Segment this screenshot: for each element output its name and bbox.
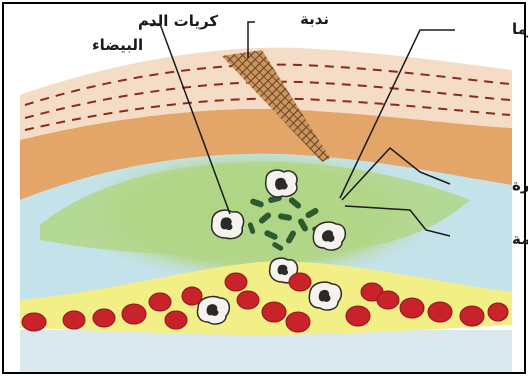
label-epidermis: البشرة (512, 176, 528, 194)
label-scar: ندبة (300, 10, 329, 28)
white-blood-cell (309, 282, 341, 310)
label-dermis: الأدمة (512, 230, 528, 248)
white-blood-cell (266, 170, 297, 197)
white-blood-cell (212, 210, 244, 238)
label-white-blood-cells-line1: كريات الدم (138, 12, 218, 30)
label-plasma: بلازما (512, 20, 528, 38)
white-blood-cell (313, 222, 345, 250)
label-white-blood-cells-line2: البيضاء (92, 36, 143, 54)
white-blood-cell (197, 296, 229, 324)
bottom-band (20, 330, 512, 372)
